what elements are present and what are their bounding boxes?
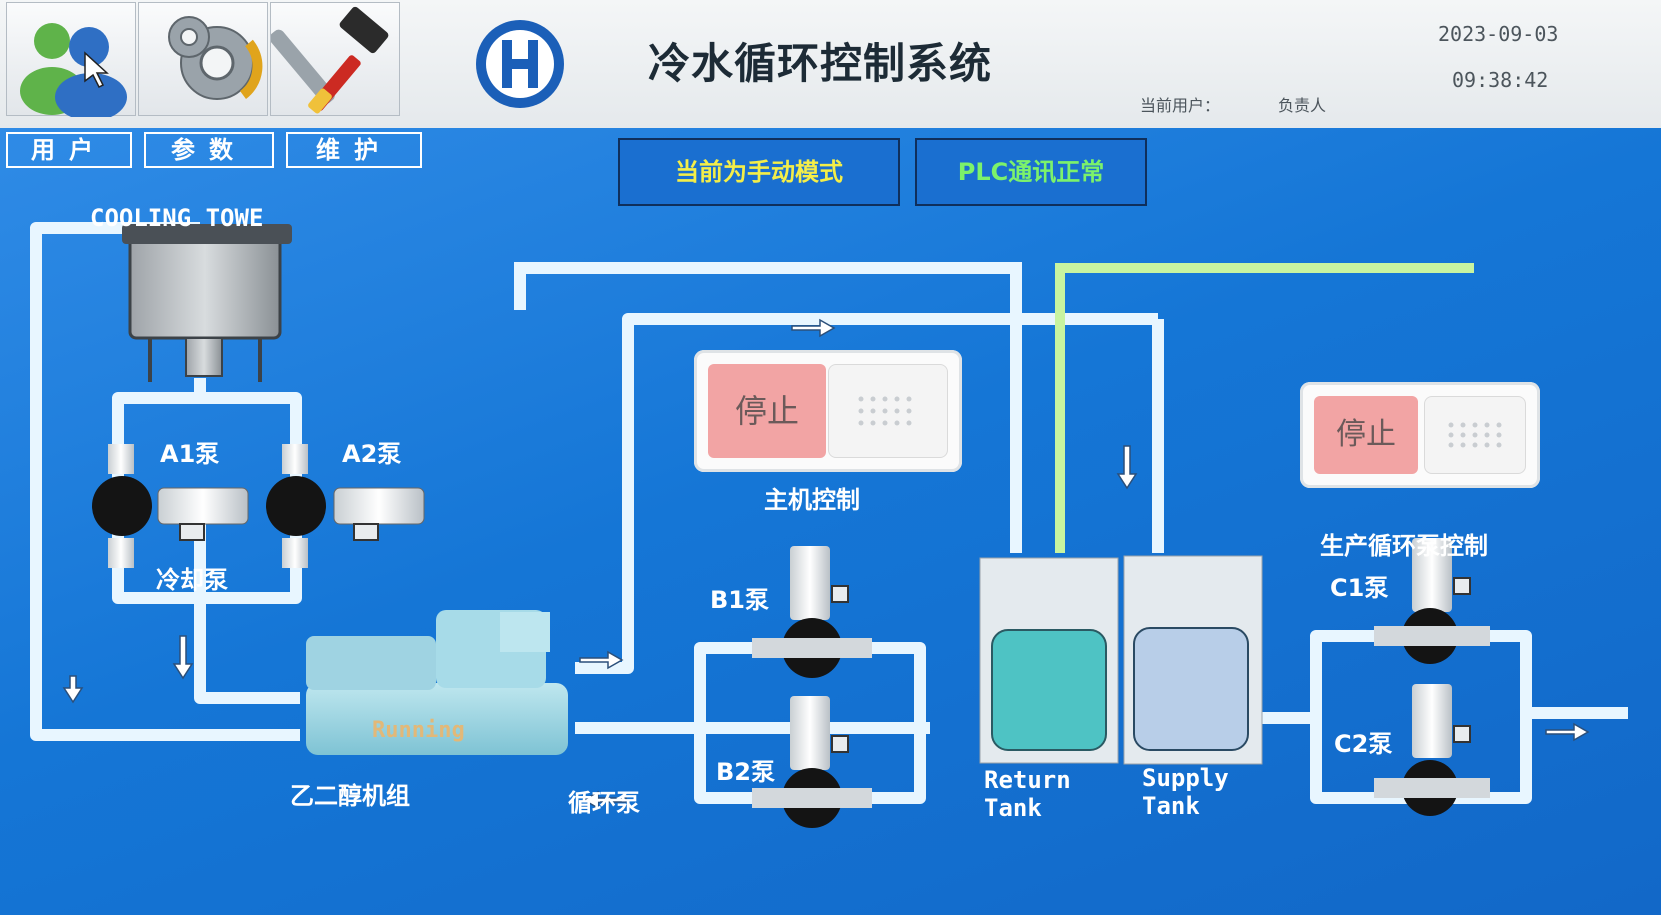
h-logo-icon	[476, 20, 564, 108]
flow-arrows	[62, 318, 1590, 810]
arrow-right-icon	[579, 650, 624, 670]
host-control-switch[interactable]: 停止	[694, 350, 962, 472]
cooling-pump-label: 冷却泵	[156, 566, 228, 594]
arrow-right-icon	[1545, 722, 1590, 742]
arrow-right-icon	[791, 318, 836, 338]
process-area: 用户 参数 维护 当前为手动模式 PLC通讯正常 COOLING TOWE A1…	[0, 128, 1661, 915]
pump-a2-label: A2泵	[342, 440, 402, 468]
host-control-label: 主机控制	[764, 486, 860, 514]
pump-b1-label: B1泵	[710, 586, 769, 614]
arrow-up-icon	[62, 675, 84, 704]
pump-b2-label: B2泵	[716, 758, 775, 786]
current-user-label: 当前用户：	[1140, 96, 1221, 115]
pump-a1-graphic	[92, 444, 249, 568]
tab-params[interactable]: 参数	[144, 132, 274, 168]
production-pump-control-switch[interactable]: 停止	[1300, 382, 1540, 488]
users-icon	[20, 23, 127, 117]
pump-b2-graphic	[752, 696, 872, 828]
pump-a2-graphic	[266, 444, 425, 568]
plc-status-indicator: PLC通讯正常	[915, 138, 1147, 206]
production-stop-indicator: 停止	[1314, 396, 1418, 474]
cooling-tower-label: COOLING TOWE	[90, 204, 264, 232]
mode-status-indicator: 当前为手动模式	[618, 138, 900, 206]
maintenance-tools-button[interactable]	[270, 2, 400, 116]
supply-tank-label: Supply Tank	[1142, 764, 1229, 820]
date-display: 2023-09-03	[1438, 22, 1559, 46]
cooling-tower	[122, 224, 292, 382]
users-button[interactable]	[6, 2, 136, 117]
chiller-state: Running	[372, 718, 465, 743]
pump-a1-label: A1泵	[160, 440, 220, 468]
arrow-left-icon	[582, 790, 627, 810]
pump-c1-graphic	[1374, 538, 1490, 664]
wrench-hammer-icon	[271, 6, 389, 114]
pipe-network	[30, 222, 1628, 828]
time-display: 09:38:42	[1452, 68, 1549, 92]
header-bar: 冷水循环控制系统 2023-09-03 09:38:42 当前用户： 负责人	[0, 0, 1661, 128]
production-toggle-knob[interactable]	[1424, 396, 1526, 474]
circulation-pump-label: 循环泵	[568, 789, 640, 817]
host-toggle-knob[interactable]	[828, 364, 948, 458]
grip-dots-icon	[858, 396, 912, 426]
tab-maintenance[interactable]: 维护	[286, 132, 422, 168]
current-user-value: 负责人	[1278, 96, 1327, 115]
return-tank-graphic	[979, 557, 1119, 764]
page-title: 冷水循环控制系统	[648, 39, 993, 88]
pump-c1-label: C1泵	[1330, 574, 1389, 602]
pump-b1-graphic	[752, 546, 872, 678]
supply-tank-graphic	[1123, 555, 1263, 765]
arrow-down-icon	[172, 635, 194, 680]
pump-c2-graphic	[1374, 684, 1490, 816]
gears-icon	[168, 16, 263, 100]
chiller-label: 乙二醇机组	[290, 782, 410, 810]
return-tank-label: Return Tank	[984, 766, 1071, 822]
tab-users[interactable]: 用户	[6, 132, 132, 168]
pump-c2-label: C2泵	[1334, 730, 1393, 758]
arrow-down-icon	[1116, 445, 1138, 490]
production-pump-control-label: 生产循环泵控制	[1320, 532, 1488, 560]
host-stop-indicator: 停止	[708, 364, 826, 458]
gears-button[interactable]	[138, 2, 268, 116]
grip-dots-icon	[1448, 422, 1502, 448]
chiller-unit	[306, 610, 568, 755]
